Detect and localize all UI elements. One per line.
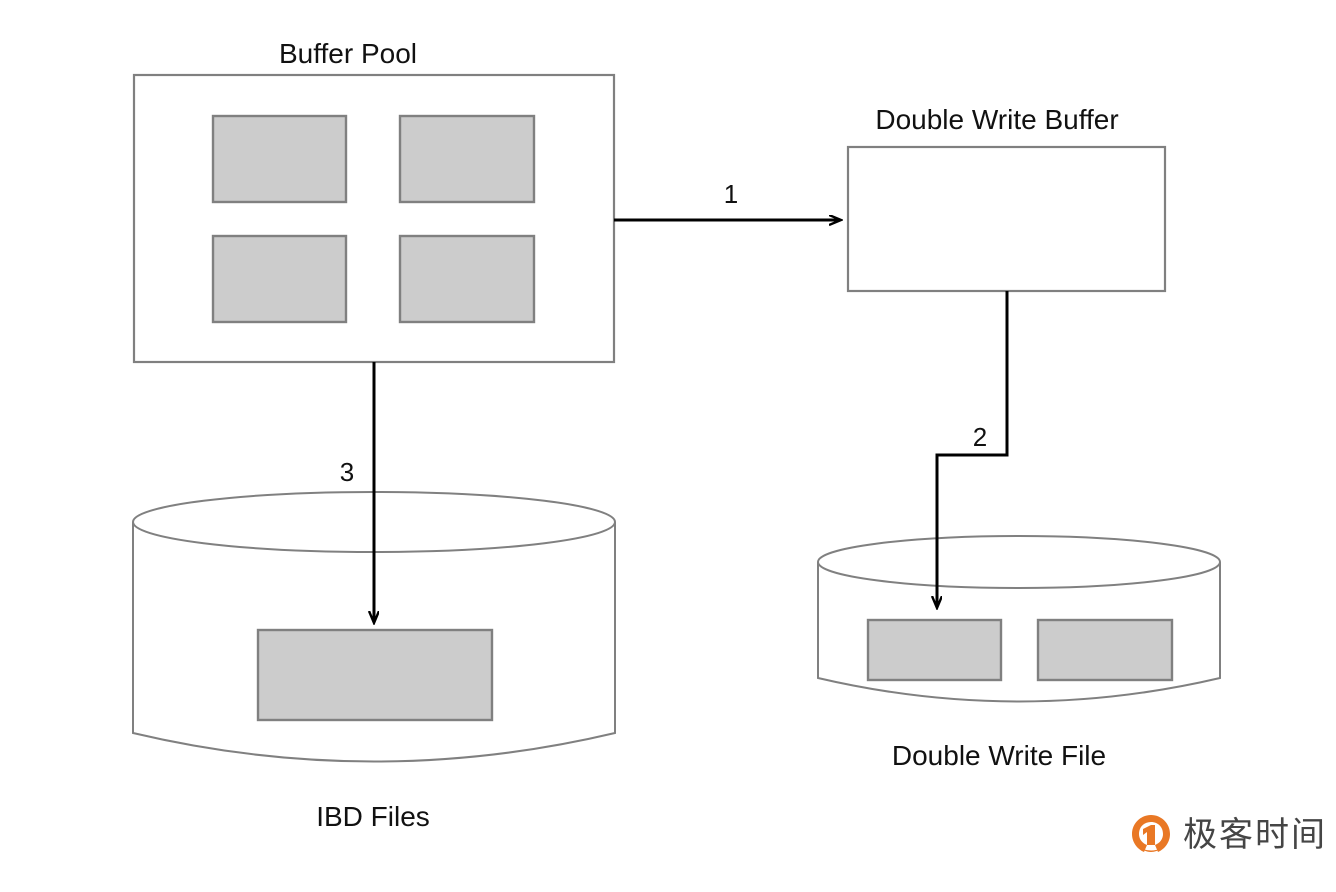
edge-2-label: 2 [973,422,987,452]
watermark-text: 极客时间 [1183,816,1327,854]
node-buffer-pool[interactable]: Buffer Pool [132,38,616,364]
logo-numeral [1143,825,1155,845]
buffer-pool-page-3[interactable] [211,234,348,324]
logo-swoosh [1140,848,1162,852]
edge-2-double-write-buffer-to-double-write-file[interactable]: 2 [937,291,1009,607]
buffer-pool-page-1[interactable] [211,114,348,204]
double-write-file-label: Double Write File [892,740,1106,771]
buffer-pool-box[interactable] [132,73,616,364]
node-double-write-file[interactable]: Double Write File [817,535,1221,771]
ibd-files-page-1[interactable] [256,628,494,722]
double-write-buffer-box[interactable] [846,145,1167,293]
edge-1-label: 1 [724,179,738,209]
ibd-files-label: IBD Files [316,801,430,832]
watermark: 极客时间 [1128,812,1327,858]
edge-3-label: 3 [340,457,354,487]
buffer-pool-page-2[interactable] [398,114,536,204]
buffer-pool-label: Buffer Pool [279,38,417,69]
geektime-logo-icon [1128,812,1174,858]
double-write-file-cylinder-top [817,535,1221,589]
geektime-logo-svg [1132,815,1170,852]
logo-ring [1132,815,1170,852]
node-double-write-buffer[interactable]: Double Write Buffer [846,104,1167,293]
edge-1-buffer-pool-to-double-write-buffer[interactable]: 1 [614,179,840,220]
double-write-file-page-1[interactable] [866,618,1003,682]
edge-2-line[interactable] [937,291,1009,607]
double-write-file-page-2[interactable] [1036,618,1174,682]
double-write-buffer-label: Double Write Buffer [875,104,1118,135]
buffer-pool-page-4[interactable] [398,234,536,324]
edge-3-buffer-pool-to-ibd-files[interactable]: 3 [340,362,374,622]
